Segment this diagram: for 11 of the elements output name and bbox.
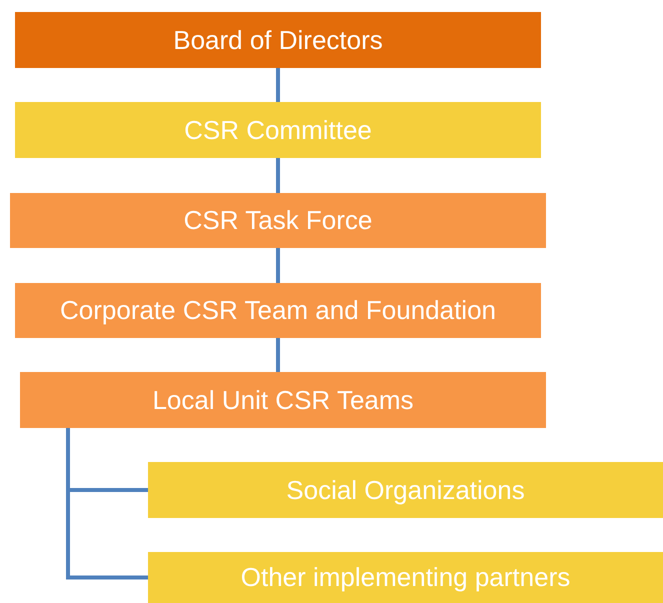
process-box: Corporate CSR Team and Foundation — [15, 283, 541, 338]
process-box: Social Organizations — [148, 462, 663, 518]
connector-line — [276, 68, 280, 102]
title-box: Board of Directors — [15, 12, 541, 68]
connector-line — [276, 158, 280, 193]
process-box: CSR Committee — [15, 102, 541, 158]
connector-line — [276, 248, 280, 283]
connector-line — [276, 338, 280, 372]
process-box: Other implementing partners — [148, 552, 663, 603]
process-box: Local Unit CSR Teams — [20, 372, 546, 428]
process-box: CSR Task Force — [10, 193, 546, 248]
